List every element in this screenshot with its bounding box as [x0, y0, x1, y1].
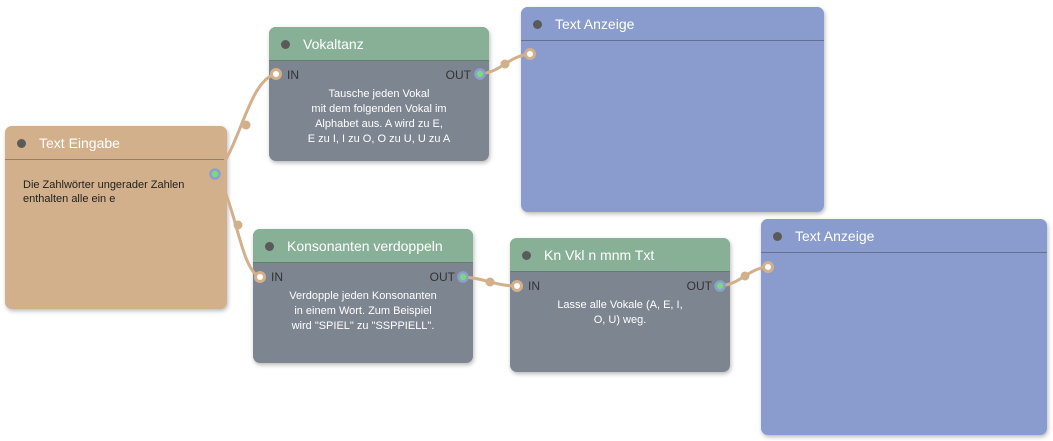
out-port-label: OUT: [429, 270, 455, 284]
text-display-header[interactable]: Text Anzeige: [521, 7, 824, 41]
text-input-header[interactable]: Text Eingabe: [5, 126, 227, 160]
text-input-value[interactable]: Die Zahlwörter ungerader Zahlen enthalte…: [23, 179, 185, 205]
port-row: IN OUT: [510, 272, 730, 298]
in-port-label: IN: [528, 279, 540, 293]
node-status-dot: [533, 20, 542, 29]
node-status-dot: [17, 139, 26, 148]
wire-midpoint-handle[interactable]: [500, 59, 510, 69]
out-port-label: OUT: [686, 279, 712, 293]
node-title: Text Anzeige: [555, 16, 635, 32]
kn-vkl-node[interactable]: Kn Vkl n mnm Txt IN OUT Lasse alle Vokal…: [510, 238, 730, 372]
in-port-label: IN: [271, 270, 283, 284]
wire-midpoint-handle[interactable]: [740, 271, 750, 281]
node-status-dot: [281, 40, 290, 49]
node-title: Konsonanten verdoppeln: [287, 238, 443, 254]
node-description: Lasse alle Vokale (A, E, I, O, U) weg.: [557, 299, 683, 326]
wire-midpoint-handle[interactable]: [233, 220, 243, 230]
node-title: Kn Vkl n mnm Txt: [544, 247, 655, 263]
text-display-value: [761, 253, 1047, 271]
port-row: IN OUT: [269, 61, 489, 87]
text-display-value: [521, 41, 824, 59]
kn-vkl-header[interactable]: Kn Vkl n mnm Txt: [510, 238, 730, 272]
text-display-node-bottom[interactable]: Text Anzeige: [761, 219, 1047, 435]
in-port-label: IN: [287, 68, 299, 82]
node-title: Vokaltanz: [303, 36, 364, 52]
text-display-header[interactable]: Text Anzeige: [761, 219, 1047, 253]
node-status-dot: [265, 242, 274, 251]
node-title: Text Anzeige: [795, 228, 875, 244]
konsonanten-header[interactable]: Konsonanten verdoppeln: [253, 229, 473, 263]
text-display-node-top[interactable]: Text Anzeige: [521, 7, 824, 212]
node-title: Text Eingabe: [39, 135, 120, 151]
text-input-node[interactable]: Text Eingabe Die Zahlwörter ungerader Za…: [5, 126, 227, 309]
vokaltanz-header[interactable]: Vokaltanz: [269, 27, 489, 61]
node-status-dot: [522, 251, 531, 260]
node-description: Tausche jeden Vokal mit dem folgenden Vo…: [307, 88, 451, 145]
out-port-label: OUT: [445, 68, 471, 82]
konsonanten-node[interactable]: Konsonanten verdoppeln IN OUT Verdopple …: [253, 229, 473, 363]
node-description: Verdopple jeden Konsonanten in einem Wor…: [289, 290, 437, 332]
wire-midpoint-handle[interactable]: [485, 277, 495, 287]
node-status-dot: [773, 232, 782, 241]
wire-midpoint-handle[interactable]: [241, 120, 251, 130]
port-row: IN OUT: [253, 263, 473, 289]
vokaltanz-node[interactable]: Vokaltanz IN OUT Tausche jeden Vokal mit…: [269, 27, 489, 161]
